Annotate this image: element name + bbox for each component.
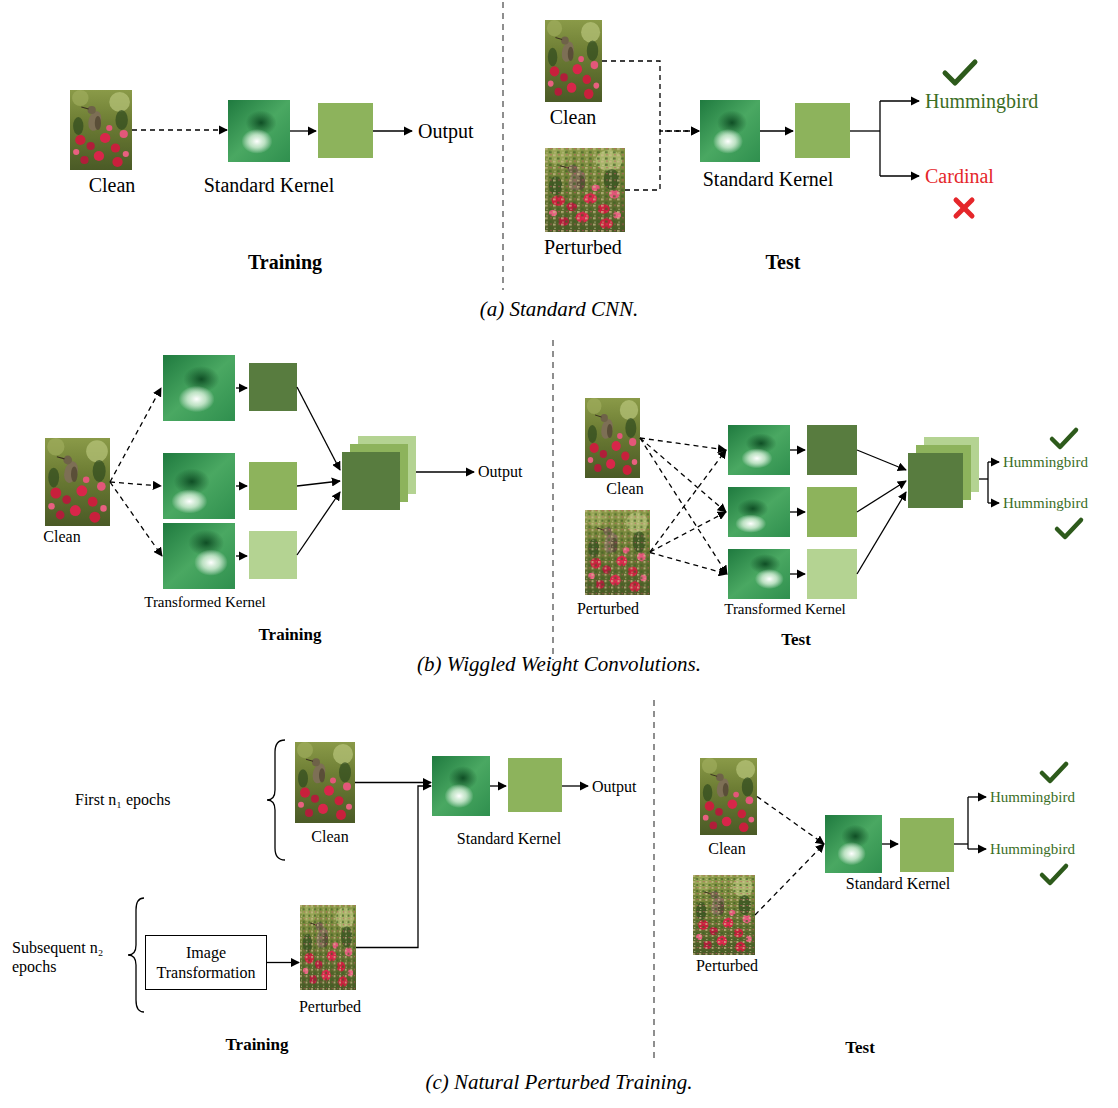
image-label: Clean [89,174,136,197]
image-label: Clean [550,106,597,129]
class-label: Cardinal [925,164,994,188]
kernel-box: Standard Kernel [228,100,290,162]
output-label: Output [592,777,636,796]
kernel-box: Standard Kernel [700,100,760,162]
box-text: Image Transformation [150,943,262,981]
connector [132,129,227,130]
epoch-note: First n₁ epochs [75,790,170,809]
connector [640,438,727,574]
image-label: Clean [708,840,745,858]
image-label: Clean [606,480,643,498]
class-label: Hummingbird [990,788,1075,806]
connector [625,131,699,190]
output-label: Output [418,119,474,143]
kernel-box: Transformed Kernel [728,549,790,599]
image-thumbnail: Clean [545,20,602,102]
kernel-label: Standard Kernel [846,875,950,893]
section-title: Test [781,630,811,650]
section-title: Training [226,1035,289,1055]
class-label: Hummingbird [1003,453,1088,471]
image-thumbnail: Perturbed [585,510,650,595]
image-label: Perturbed [577,600,639,618]
connector [267,962,299,963]
connector [602,61,699,131]
connector [356,786,431,948]
image-label: Perturbed [544,236,622,259]
subfigure-caption: (c) Natural Perturbed Training. [425,1070,692,1095]
image-thumbnail: Clean [45,438,110,526]
image-label: Perturbed [299,998,361,1016]
section-title: Training [248,250,322,274]
image-thumbnail: Perturbed [545,148,625,232]
kernel-label: Standard Kernel [703,168,834,191]
kernel-box: Standard Kernel [825,815,882,873]
class-label: Hummingbird [990,840,1075,858]
connector [650,553,727,575]
kernel-box: Standard Kernel [432,756,490,816]
subfigure-caption: (b) Wiggled Weight Convolutions. [417,652,701,677]
connector [110,482,162,556]
class-label: Hummingbird [1003,494,1088,512]
subfigure-caption: (a) Standard CNN. [480,297,638,322]
kernel-label: Transformed Kernel [724,601,846,618]
image-thumbnail: Perturbed [300,905,356,990]
image-thumbnail: Clean [295,742,355,823]
epoch-note: Subsequent n₂ epochs [12,938,112,976]
image-thumbnail: Clean [700,758,757,835]
image-thumbnail: Clean [70,90,132,170]
image-thumbnail: Perturbed [693,875,755,955]
section-title: Training [259,625,322,645]
image-label: Clean [43,528,80,546]
section-title: Test [845,1038,875,1058]
kernel-label: Standard Kernel [457,830,561,848]
image-label: Perturbed [696,957,758,975]
kernel-box: Transformed Kernel [163,523,235,589]
class-label: Hummingbird [925,89,1038,113]
image-thumbnail: Clean [585,398,640,478]
kernel-label: Standard Kernel [204,174,335,197]
image-label: Clean [311,828,348,846]
connector [755,844,824,915]
connector [757,797,824,845]
output-label: Output [478,462,522,481]
kernel-label: Transformed Kernel [144,594,266,611]
connector [355,782,431,783]
section-title: Test [766,250,801,274]
process-box: Image Transformation [145,935,267,990]
